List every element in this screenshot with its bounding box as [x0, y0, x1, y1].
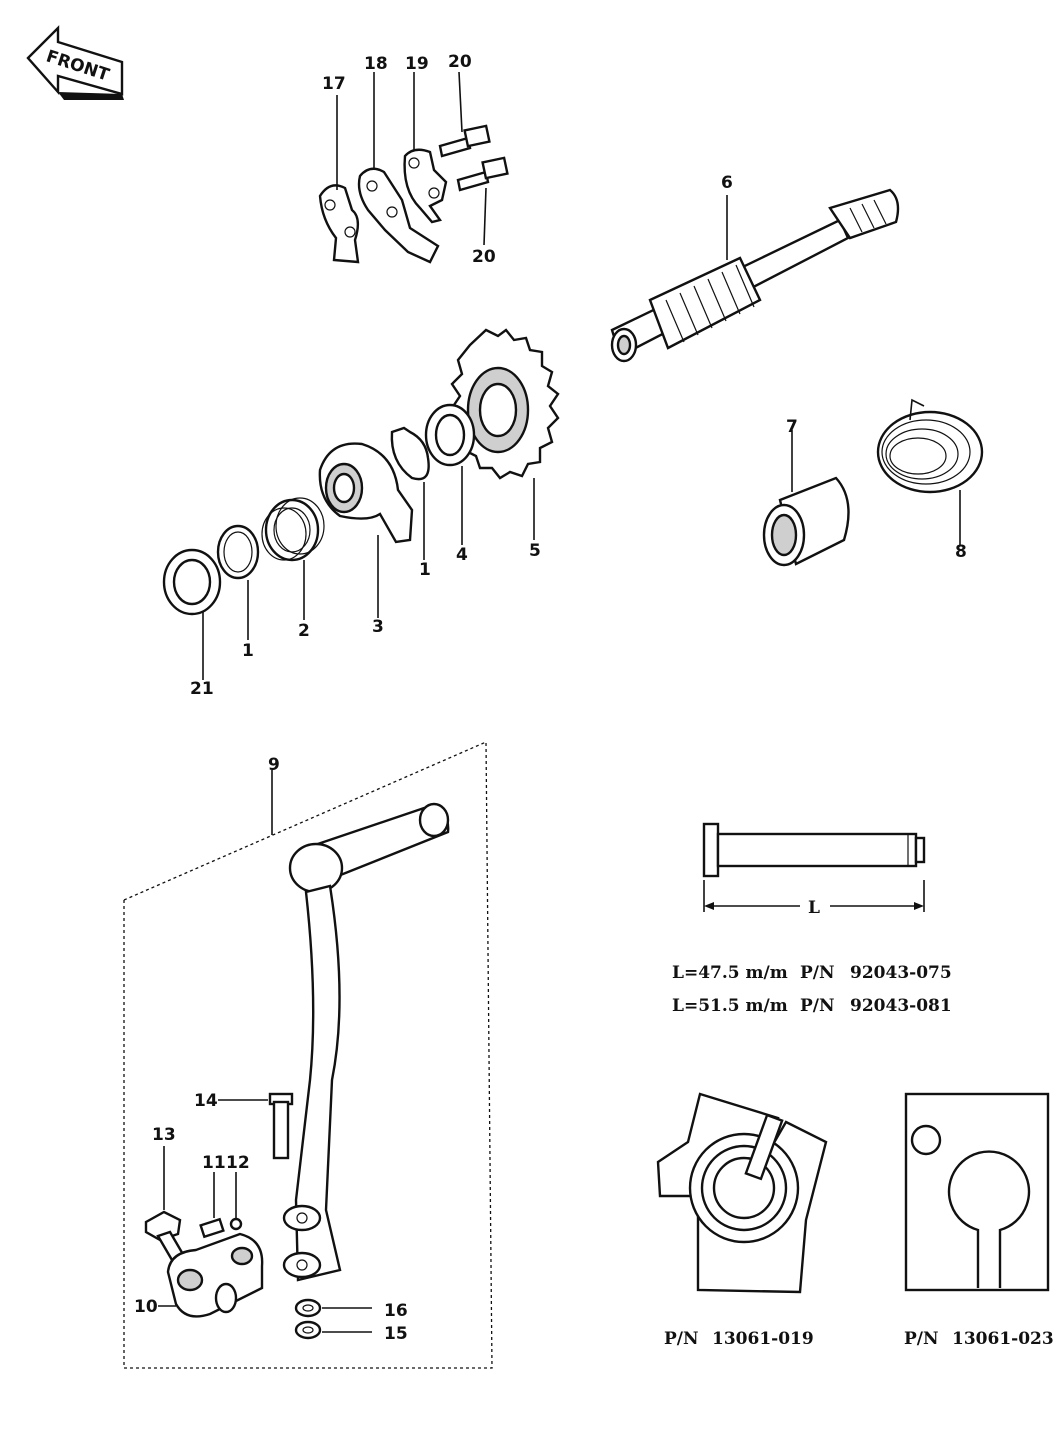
- callout-9: 9: [268, 755, 280, 775]
- callout-14: 14: [194, 1091, 218, 1111]
- callout-3: 3: [372, 617, 384, 637]
- bolt-20-upper: [438, 71, 491, 158]
- lock-washer-15: [294, 1320, 372, 1340]
- washer-16: [294, 1298, 372, 1318]
- washer-4: [424, 403, 476, 545]
- plate-detail-13061-019: [656, 1092, 828, 1294]
- callout-5: 5: [529, 541, 541, 561]
- callout-20-lower: 20: [472, 247, 496, 267]
- callout-21: 21: [190, 679, 214, 699]
- bolt-13: [144, 1146, 186, 1262]
- circlip-1-upper: [390, 426, 430, 560]
- kick-pedal-assembly-frame: [123, 741, 493, 1369]
- bolt-20-lower: [456, 156, 509, 246]
- plate-pn-label-2: P/N: [904, 1329, 939, 1349]
- washer-21: [162, 548, 222, 680]
- pin-detail: [702, 822, 926, 912]
- plate-19: [403, 72, 448, 224]
- spring-11: [199, 1172, 225, 1239]
- pin-length-2: L=51.5 m/m: [672, 996, 788, 1016]
- pin-pn-2: 92043-081: [850, 996, 952, 1016]
- callout-8: 8: [955, 542, 967, 562]
- kick-shaft-6: [610, 188, 900, 363]
- plate-pn-1: 13061-019: [712, 1329, 814, 1349]
- callout-15: 15: [384, 1324, 408, 1344]
- callout-20-upper: 20: [448, 52, 472, 72]
- pin-pn-label-1: P/N: [800, 963, 835, 983]
- spring-2: [261, 497, 325, 620]
- kick-pedal-9: [282, 802, 450, 1282]
- pin-pn-label-2: P/N: [800, 996, 835, 1016]
- circlip-1-lower: [216, 524, 260, 640]
- callout-17: 17: [322, 74, 346, 94]
- plate-pn-label-1: P/N: [664, 1329, 699, 1349]
- callout-18: 18: [364, 54, 388, 74]
- callout-11: 11: [202, 1153, 226, 1173]
- callout-16: 16: [384, 1301, 408, 1321]
- callout-19: 19: [405, 54, 429, 74]
- callout-2: 2: [298, 621, 310, 641]
- plate-18: [357, 72, 440, 264]
- callout-6: 6: [721, 173, 733, 193]
- torsion-spring-8: [876, 398, 984, 545]
- pin-14: [218, 1092, 294, 1160]
- sleeve-7: [762, 430, 850, 567]
- front-arrow: FRONT: [26, 25, 124, 100]
- kick-gear-5: [450, 328, 560, 540]
- callout-1-upper: 1: [419, 560, 431, 580]
- dimension-label: L: [808, 898, 820, 918]
- pin-pn-1: 92043-075: [850, 963, 952, 983]
- plate-pn-2: 13061-023: [952, 1329, 1054, 1349]
- plate-detail-13061-023: [904, 1092, 1050, 1292]
- bracket-17: [318, 95, 360, 264]
- callout-10: 10: [134, 1297, 158, 1317]
- callout-4: 4: [456, 545, 468, 565]
- ratchet-3: [318, 442, 414, 618]
- callout-13: 13: [152, 1125, 176, 1145]
- callout-1-lower: 1: [242, 641, 254, 661]
- pin-length-1: L=47.5 m/m: [672, 963, 788, 983]
- clamp-10: [158, 1232, 264, 1318]
- ball-12: [229, 1172, 243, 1231]
- callout-12: 12: [226, 1153, 250, 1173]
- callout-7: 7: [786, 417, 798, 437]
